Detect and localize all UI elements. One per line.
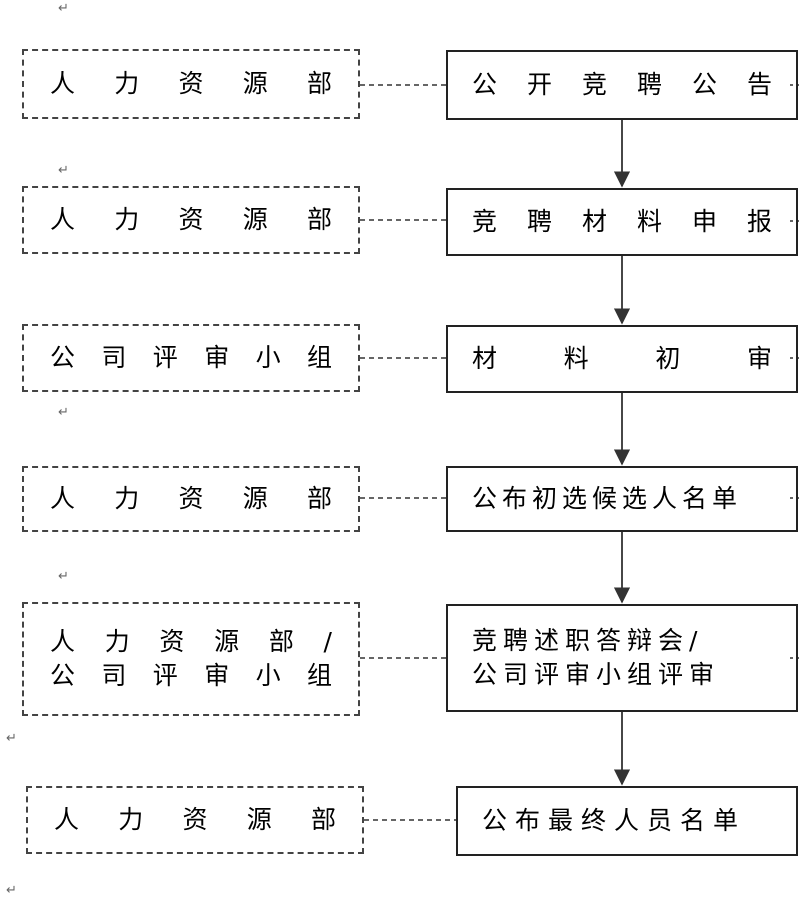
dept-box-5: 人 力 资 源 部 / 公 司 评 审 小 组 — [22, 602, 360, 716]
dept-label: 公 司 评 审 小 组 — [50, 343, 332, 373]
step-label: 材 料 初 审 — [472, 344, 772, 374]
paragraph-mark: ↵ — [58, 405, 69, 420]
dept-label: 人 力 资 源 部 — [54, 805, 336, 835]
step-box-4: 公布初选候选人名单 — [446, 466, 798, 532]
step-label: 公布初选候选人名单 — [472, 484, 743, 514]
dept-box-1: 人 力 资 源 部 — [22, 49, 360, 119]
paragraph-mark: ↵ — [6, 883, 17, 898]
dept-label-line-2: 公 司 评 审 小 组 — [50, 661, 332, 690]
step-label: 公布最终人员名单 — [482, 806, 747, 836]
paragraph-mark: ↵ — [58, 1, 69, 16]
step-box-1: 公 开 竞 聘 公 告 — [446, 50, 798, 120]
step-box-2: 竞 聘 材 料 申 报 — [446, 188, 798, 256]
step-label-line-1: 竞聘述职答辩会/ — [472, 626, 704, 656]
paragraph-mark: ↵ — [6, 731, 17, 746]
dept-label: 人 力 资 源 部 — [50, 69, 332, 99]
step-box-5: 竞聘述职答辩会/ 公司评审小组评审 — [446, 604, 798, 712]
step-label: 公 开 竞 聘 公 告 — [472, 70, 772, 100]
dept-box-3: 公 司 评 审 小 组 — [22, 324, 360, 392]
step-box-3: 材 料 初 审 — [446, 325, 798, 393]
dept-box-2: 人 力 资 源 部 — [22, 186, 360, 254]
dept-label: 人 力 资 源 部 — [50, 205, 332, 235]
step-box-6: 公布最终人员名单 — [456, 786, 798, 856]
dept-box-6: 人 力 资 源 部 — [26, 786, 364, 854]
dept-label-line-1: 人 力 资 源 部 / — [50, 627, 332, 657]
paragraph-mark: ↵ — [58, 163, 69, 178]
step-label-line-2: 公司评审小组评审 — [472, 660, 721, 689]
step-label: 竞 聘 材 料 申 报 — [472, 207, 772, 237]
dept-label: 人 力 资 源 部 — [50, 484, 332, 514]
paragraph-mark: ↵ — [58, 569, 69, 584]
dept-box-4: 人 力 资 源 部 — [22, 466, 360, 532]
